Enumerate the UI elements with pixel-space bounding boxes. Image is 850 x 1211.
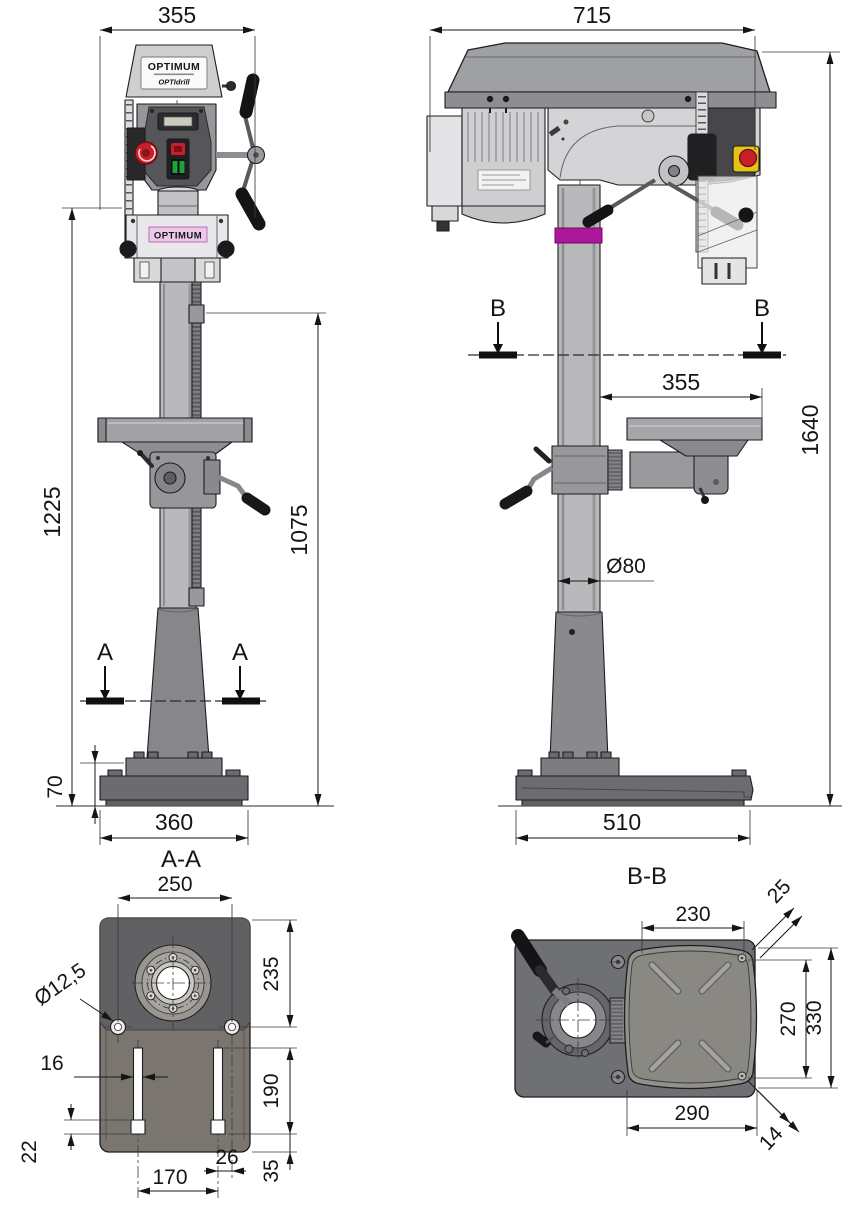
side-base [515, 775, 754, 801]
side-section-title: B-B [627, 863, 667, 890]
dim-column-diameter: Ø80 [606, 555, 646, 578]
bb-lock-knob [532, 1031, 551, 1048]
front-table-group [97, 417, 271, 516]
cover-rim [444, 91, 777, 109]
table-crank-grip [241, 492, 271, 516]
dim-aa-bolt-depth: 235 [260, 956, 283, 991]
table-clamp-collar [551, 445, 609, 495]
cover-knob [225, 80, 237, 92]
dim-side-base-depth: 510 [603, 809, 641, 835]
front-base [99, 775, 249, 801]
dim-bb-bottom-width: 290 [674, 1102, 709, 1125]
dim-bb-chamfer-top: 25 [763, 875, 796, 908]
bb-clamp-handle [511, 929, 572, 1048]
front-head-group: OPTIMUM OPTIdrill [124, 44, 266, 259]
bb-handle-grip [511, 929, 547, 977]
aa-slots [130, 1040, 226, 1198]
bb-table-top [609, 944, 758, 1090]
front-dimensions: 355 1225 1075 70 360 A-A [39, 2, 326, 873]
side-head-group [547, 91, 761, 285]
side-base-group [498, 751, 842, 807]
estop-button-side [738, 148, 758, 168]
rack-collar-bottom [188, 587, 205, 607]
aa-slot-right [212, 1047, 224, 1121]
dim-aa-slot-distance: 170 [152, 1166, 187, 1189]
bb-table-ribs [648, 961, 732, 1073]
cable-gland [436, 220, 450, 232]
motor-bracket [426, 115, 463, 207]
front-flange [125, 757, 223, 777]
depth-stop-clamp [687, 133, 717, 181]
dim-aa-slot-width: 16 [40, 1052, 63, 1075]
bb-clamp-hub [536, 978, 636, 1062]
side-flange [540, 757, 620, 777]
section-aa: 250 235 Ø12,5 16 22 190 35 [18, 873, 297, 1198]
front-base-group [56, 607, 334, 807]
cover-logo-text: OPTIMUM [148, 61, 200, 73]
dim-bb-mount-spacing: 270 [777, 1001, 800, 1036]
table-crank-arm [214, 473, 249, 499]
side-motor-group [426, 99, 546, 232]
side-view: B B 715 1640 355 Ø80 510 B-B [426, 2, 842, 890]
dim-front-base-height: 70 [44, 775, 67, 798]
dim-side-table-reach: 355 [662, 369, 700, 395]
side-dimensions: 715 1640 355 Ø80 510 B-B [429, 2, 840, 890]
side-table-group [499, 417, 763, 510]
cover-model-text: OPTIdrill [158, 78, 190, 87]
quill-neck [157, 190, 199, 216]
side-section-markers: B B [468, 295, 786, 359]
aa-slot-left [132, 1047, 144, 1121]
section-a-label-left: A [97, 639, 113, 666]
dim-bb-table-depth: 330 [803, 1000, 826, 1035]
side-handle-grip-left [582, 204, 614, 228]
dim-front-base-width: 360 [155, 809, 193, 835]
dim-aa-hole-diameter: Ø12,5 [30, 959, 90, 1011]
dim-front-total-height: 1225 [39, 486, 65, 537]
dim-side-total-height: 1640 [797, 404, 823, 455]
dim-side-depth: 715 [573, 2, 611, 28]
side-crank-grip [499, 485, 533, 510]
section-a-label-right: A [232, 639, 248, 666]
feed-handle-grip-lower [235, 187, 266, 231]
dim-aa-slot-length: 190 [260, 1073, 283, 1108]
front-section-title: A-A [161, 846, 201, 873]
dim-aa-slot-end: 22 [18, 1140, 41, 1163]
section-b-label-right: B [754, 295, 770, 322]
guard-knob-side [738, 207, 754, 223]
guard-label-text: OPTIMUM [154, 231, 202, 242]
front-view: OPTIMUM OPTIdrill [39, 2, 334, 873]
aa-column-flange [131, 936, 215, 1030]
side-belt-cover [447, 42, 771, 93]
front-section-markers: A A [80, 639, 266, 705]
front-guard-group: OPTIMUM [119, 214, 235, 283]
dim-front-width: 355 [158, 2, 196, 28]
dim-bb-chamfer-bottom: 14 [755, 1122, 788, 1155]
dim-front-column-height: 1075 [286, 504, 312, 555]
bb-dimensions: 230 25 270 330 290 14 [626, 875, 838, 1155]
side-cover-group [444, 42, 777, 113]
section-bb: 230 25 270 330 290 14 [511, 875, 838, 1155]
cover-subtitle-line [154, 73, 194, 76]
front-table [97, 417, 253, 443]
dim-bb-top-width: 230 [675, 903, 710, 926]
guard-knob-right [217, 240, 235, 258]
guard-knob-left [119, 240, 137, 258]
feed-handle-grip-upper [239, 73, 260, 119]
start-button [172, 161, 178, 173]
side-column [549, 184, 609, 761]
guard-label-plate [148, 226, 208, 243]
dim-aa-slot-to-hole: 26 [215, 1146, 238, 1169]
section-b-label-left: B [490, 295, 506, 322]
side-table [626, 417, 763, 441]
cover-label-plate [140, 56, 208, 90]
dim-aa-edge-margin: 35 [260, 1159, 283, 1182]
dim-aa-bolt-width: 250 [157, 873, 192, 896]
rack-collar-top [188, 304, 205, 324]
column-collar-ring [554, 227, 603, 244]
